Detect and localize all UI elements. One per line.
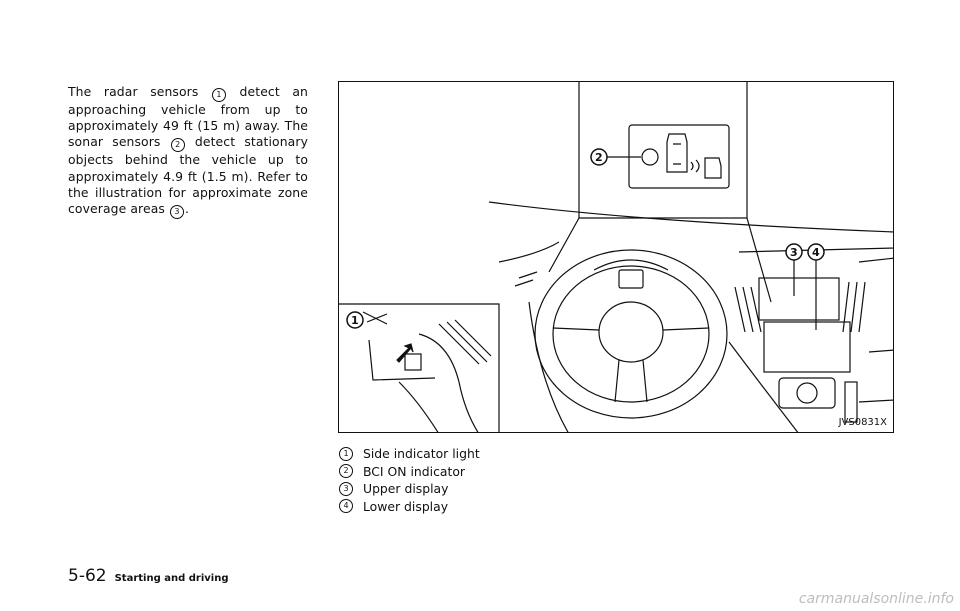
legend-label: Upper display	[363, 481, 449, 496]
callout-4-label: 4	[812, 246, 820, 259]
page-footer: 5-62 Starting and driving	[68, 566, 228, 586]
legend-item: 1 Side indicator light	[338, 445, 480, 463]
steering-wheel-outer	[534, 249, 728, 419]
console-controls	[778, 377, 836, 409]
side-light-inset-frame	[339, 303, 500, 432]
legend-marker: 4	[339, 499, 353, 514]
legend-marker: 1	[339, 446, 353, 461]
dashboard-illustration: 2 3 4 1 JVS0831X	[338, 81, 894, 433]
callout-legend: 1 Side indicator light 2 BCI ON indicato…	[338, 445, 480, 515]
callout-3-label: 3	[790, 246, 798, 259]
legend-marker: 2	[339, 464, 353, 479]
watermark: carmanualsonline.info	[798, 591, 954, 607]
steering-hub	[598, 301, 664, 363]
para-text-4: .	[185, 201, 190, 217]
legend-label: Side indicator light	[363, 446, 480, 461]
section-title: Starting and driving	[114, 573, 229, 584]
callout-1-label: 1	[351, 314, 359, 327]
callout-marker-3: 3	[170, 205, 184, 220]
legend-item: 3 Upper display	[338, 480, 480, 498]
dashboard-drawing: 2 3 4 1	[339, 82, 893, 432]
car-top-icon	[666, 133, 688, 173]
legend-label: BCI ON indicator	[363, 463, 466, 479]
legend-label: Lower display	[363, 498, 449, 514]
body-paragraph: The radar sensors 1 detect an approachin…	[68, 84, 308, 220]
legend-marker: 3	[339, 481, 353, 496]
car-rear-icon	[704, 157, 722, 179]
legend-item: 4 Lower display	[338, 498, 480, 516]
para-text-3: detect stationary objects behind the veh…	[68, 134, 308, 217]
para-text-2: detect an approaching vehicle from up to…	[68, 84, 308, 150]
bci-circle-icon	[641, 148, 659, 166]
figure-code: JVS0831X	[838, 417, 887, 428]
indicator-inset-frame	[578, 82, 748, 219]
lower-display	[763, 321, 851, 373]
instrument-cluster	[618, 269, 644, 289]
callout-marker-1: 1	[211, 88, 226, 102]
legend-item: 2 BCI ON indicator	[338, 463, 480, 481]
side-indicator-light	[404, 353, 422, 371]
callout-marker-2: 2	[170, 138, 185, 153]
callout-2-label: 2	[595, 151, 603, 164]
page-number: 5-62	[68, 566, 107, 586]
upper-display	[758, 277, 840, 321]
para-text-1: The radar sensors	[68, 84, 199, 99]
